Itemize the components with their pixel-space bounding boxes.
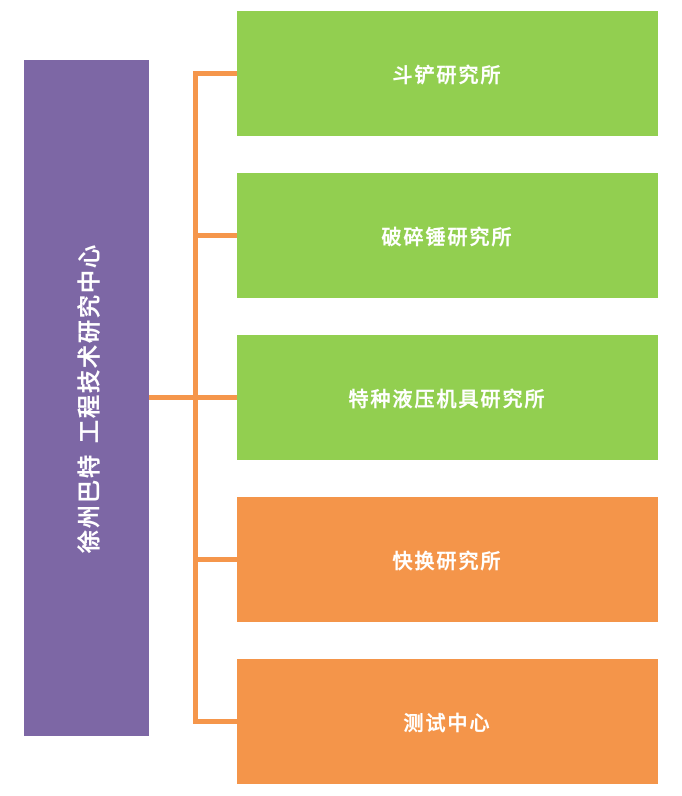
connector-branch-2 xyxy=(193,233,237,238)
connector-branch-1 xyxy=(193,71,237,76)
node-bucket-shovel-institute: 斗铲研究所 xyxy=(237,11,658,136)
root-node-label: 徐州巴特 工程技术研究中心 xyxy=(76,242,103,554)
node-label: 测试中心 xyxy=(403,711,492,735)
node-breaker-hammer-institute: 破碎锤研究所 xyxy=(237,173,658,298)
node-special-hydraulic-tools-institute: 特种液压机具研究所 xyxy=(237,335,658,460)
connector-root-to-trunk xyxy=(149,395,237,400)
node-quick-coupler-institute: 快换研究所 xyxy=(237,497,658,622)
connector-branch-4 xyxy=(193,557,237,562)
node-label: 破碎锤研究所 xyxy=(381,225,514,249)
node-label: 斗铲研究所 xyxy=(392,63,503,87)
node-label: 特种液压机具研究所 xyxy=(348,387,547,411)
connector-branch-5 xyxy=(193,719,237,724)
node-label: 快换研究所 xyxy=(392,549,503,573)
root-node: 徐州巴特 工程技术研究中心 xyxy=(24,60,149,736)
node-test-center: 测试中心 xyxy=(237,659,658,784)
